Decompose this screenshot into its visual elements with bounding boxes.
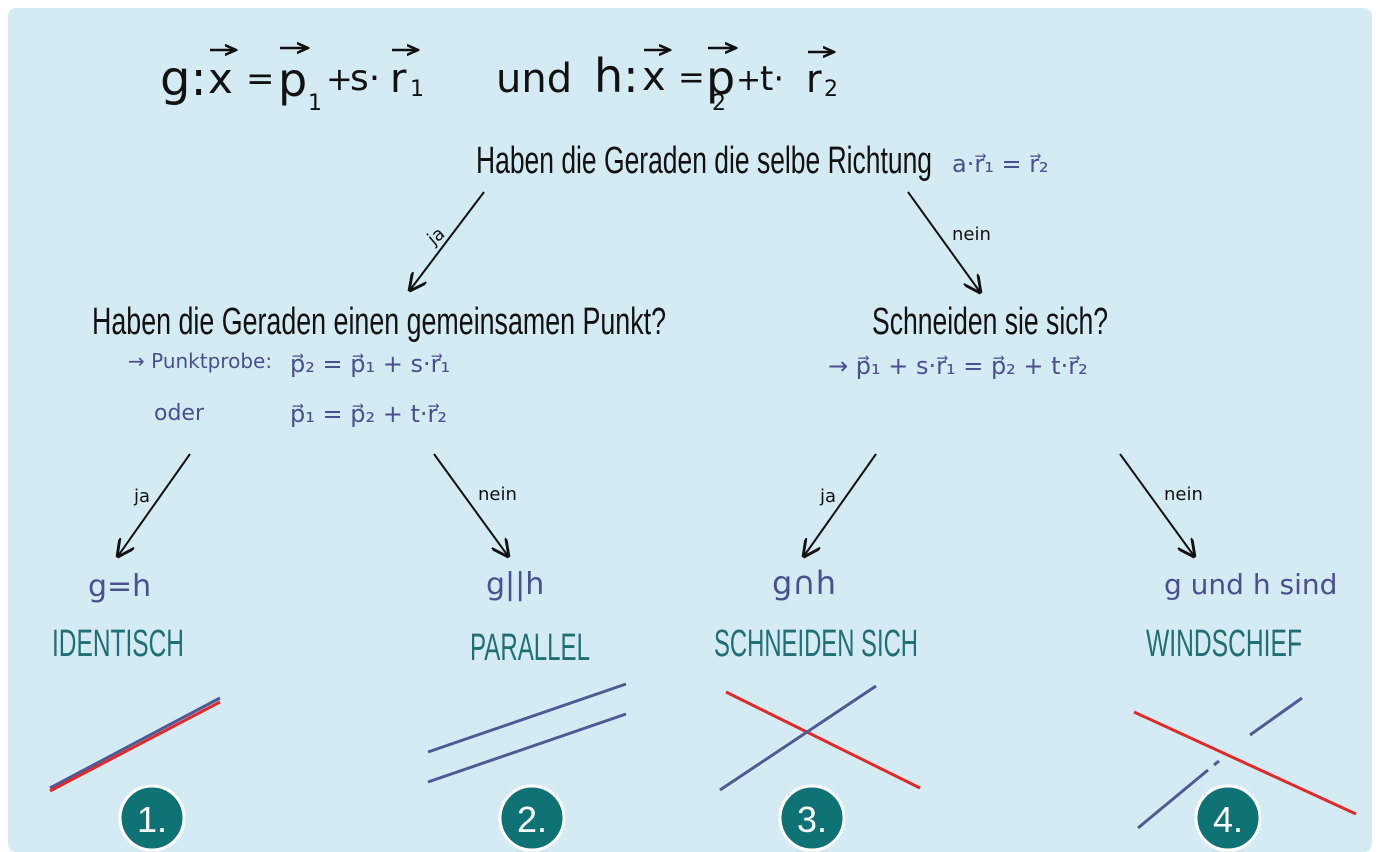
line-g-windschief (1133, 710, 1357, 816)
arrow-right-ja (804, 453, 877, 556)
label-right-nein: nein (1164, 484, 1203, 505)
illustration-windschief (1133, 696, 1357, 830)
right-question-formula: → p⃗₁ + s·r⃗₁ = p⃗₂ + t·r⃗₂ (828, 352, 1088, 380)
g-plus: + (326, 60, 353, 98)
g-r: r (390, 56, 407, 102)
line-h-parallel (427, 712, 627, 784)
line-g-parallel (427, 682, 627, 754)
top-question: Haben die Geraden die selbe Richtung (476, 140, 932, 182)
badge-1-text: 1. (137, 799, 167, 840)
line-h-windschief-upper (1249, 696, 1303, 737)
note-schneiden: g∩h (772, 564, 836, 602)
g-s: s· (350, 58, 380, 99)
h-x: x (642, 54, 666, 100)
illustration-parallel (427, 682, 627, 784)
illustration-schneiden (719, 684, 921, 792)
h-t: t· (760, 59, 784, 99)
g-x: x (208, 54, 233, 103)
top-question-formula: a·r⃗₁ = r⃗₂ (952, 150, 1049, 178)
h-name: h: (594, 49, 639, 103)
line-h-identisch (49, 700, 221, 793)
left-question: Haben die Geraden einen gemeinsamen Punk… (92, 301, 666, 343)
badge-2: 2. (498, 784, 566, 852)
arrow-left-nein (433, 453, 508, 556)
or-formula: p⃗₁ = p⃗₂ + t·r⃗₂ (290, 400, 447, 428)
label-top-ja: ja (423, 223, 450, 250)
note-windschief: g und h sind (1164, 568, 1337, 601)
badge-3-text: 3. (797, 799, 827, 840)
label-left-ja: ja (133, 486, 150, 507)
h-eq: = (678, 58, 705, 96)
result-schneiden-sich: SCHNEIDEN SICH (714, 623, 918, 665)
arrow-top-nein (907, 191, 980, 292)
result-identisch: IDENTISCH (52, 623, 184, 665)
h-plus: + (736, 63, 761, 98)
line-h-schneiden (719, 684, 877, 792)
right-question: Schneiden sie sich? (872, 301, 1108, 343)
probe-label: → Punktprobe: (128, 349, 272, 373)
or-label: oder (154, 401, 205, 426)
g-p-sub: 1 (308, 91, 322, 116)
h-r: r (806, 57, 822, 101)
g-name: g: (160, 51, 207, 107)
result-windschief: WINDSCHIEF (1146, 623, 1302, 665)
badge-2-text: 2. (517, 799, 547, 840)
h-r-sub: 2 (824, 77, 838, 102)
arrow-top-ja (410, 191, 485, 290)
und-text: und (496, 56, 572, 102)
badge-1: 1. (118, 784, 186, 852)
diagram-panel (8, 8, 1372, 852)
badge-4-text: 4. (1213, 799, 1243, 840)
g-p: p (278, 53, 307, 107)
arrow-left-ja (118, 453, 191, 556)
line-equations: g: x = p 1 + s· r 1 und h: x = p 2 + t· … (160, 48, 838, 116)
badge-3: 3. (778, 784, 846, 852)
line-h-windschief-dash (1213, 759, 1220, 767)
label-right-ja: ja (819, 486, 836, 507)
badge-4: 4. (1194, 784, 1262, 852)
note-parallel: g||h (486, 567, 544, 602)
probe-formula: p⃗₂ = p⃗₁ + s·r⃗₁ (290, 350, 450, 378)
g-eq: = (246, 59, 275, 99)
line-g-schneiden (725, 690, 921, 790)
h-p-sub: 2 (712, 91, 726, 116)
result-parallel: PARALLEL (470, 627, 590, 669)
illustration-identisch (49, 696, 221, 793)
line-g-identisch (49, 696, 221, 790)
label-top-nein: nein (952, 224, 991, 245)
label-left-nein: nein (478, 484, 517, 505)
g-r-sub: 1 (410, 77, 424, 102)
arrow-right-nein (1119, 453, 1194, 556)
h-p: p (706, 51, 735, 105)
note-identisch: g=h (88, 569, 151, 604)
line-h-windschief-lower (1137, 768, 1209, 830)
